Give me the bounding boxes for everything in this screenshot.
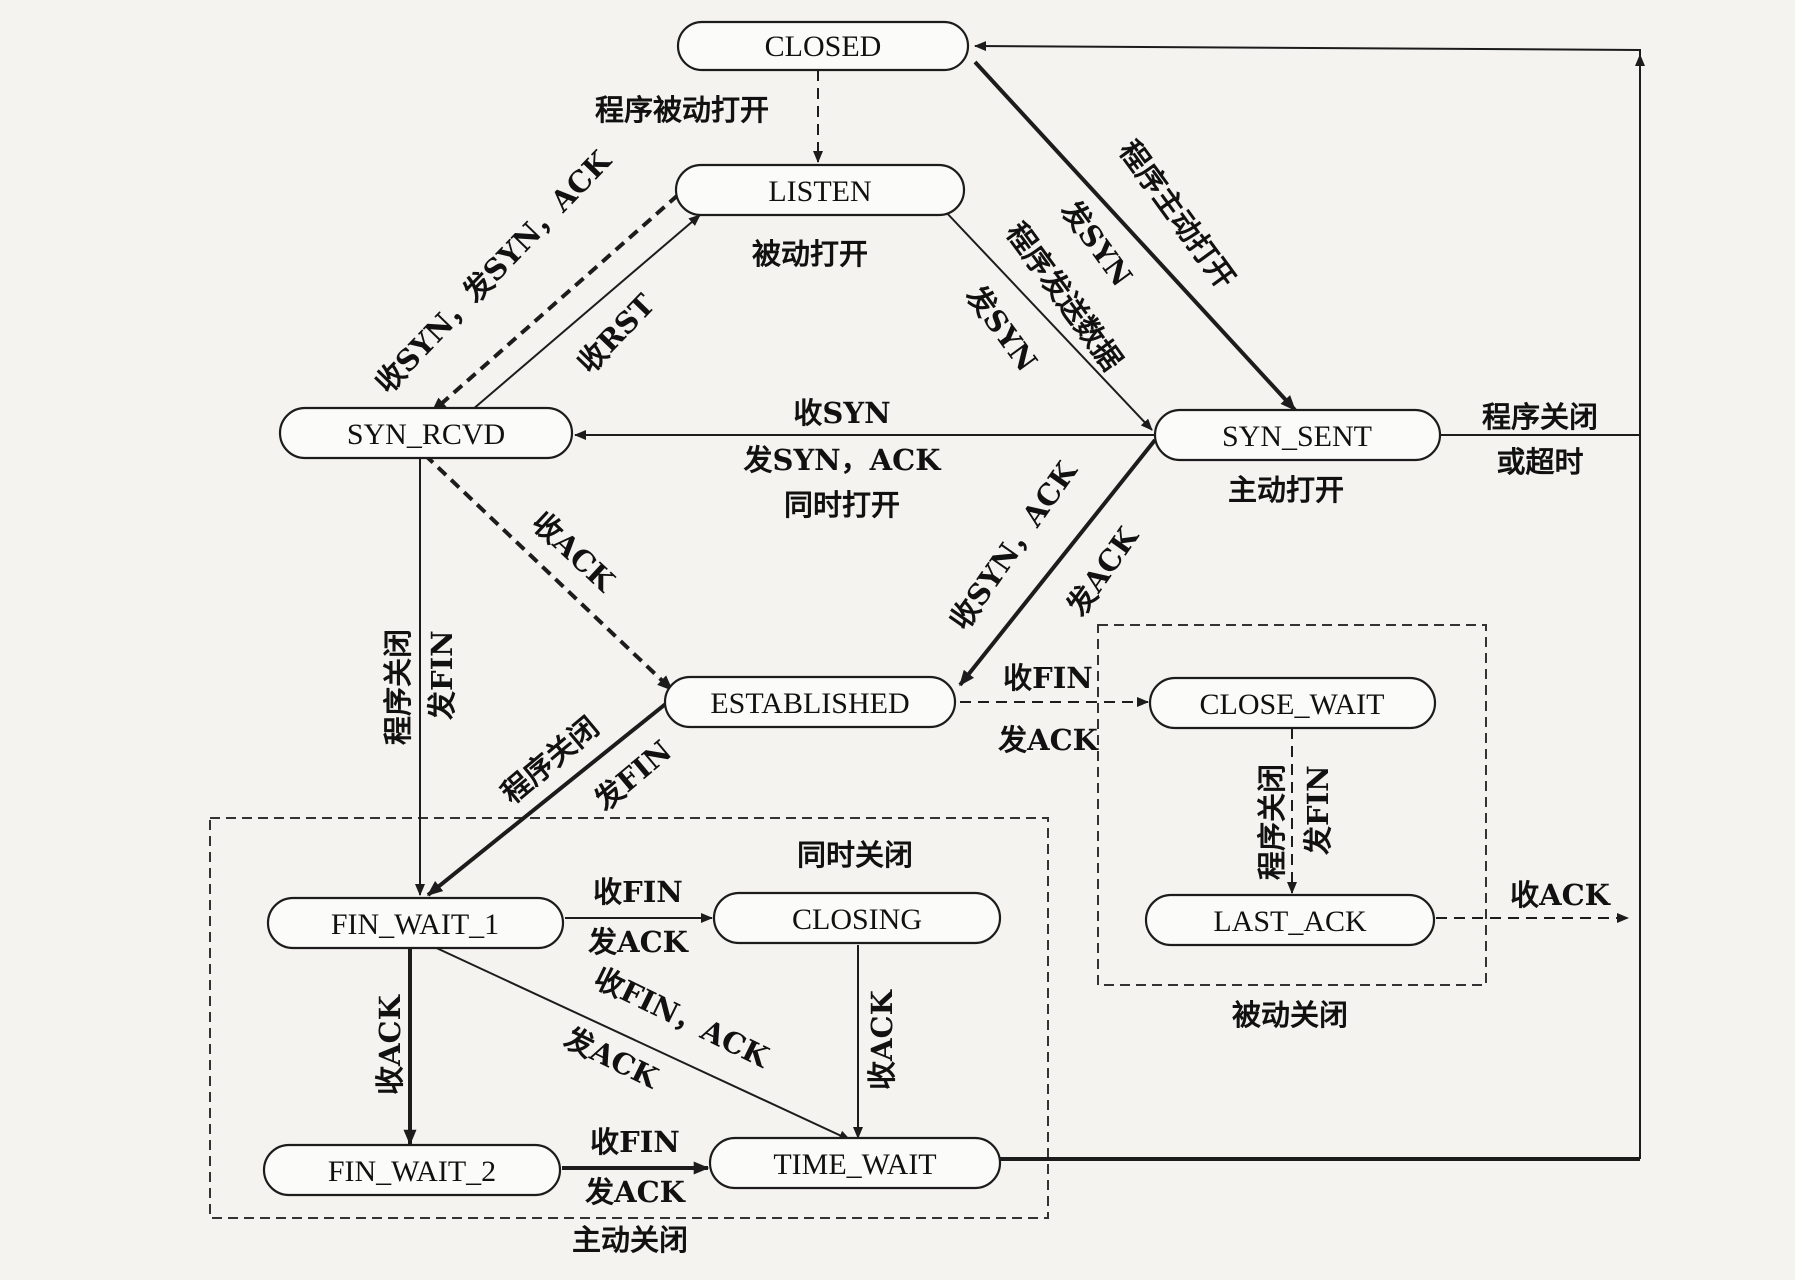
edge-synsent-established — [958, 438, 1157, 687]
label-recv-fin-fw2: 收FIN — [590, 1125, 680, 1159]
label-simultaneous-close: 同时关闭 — [797, 838, 913, 872]
label-active-close: 主动关闭 — [572, 1223, 688, 1257]
active-close-group-box — [209, 817, 1049, 1219]
edge-listen-synsent — [943, 209, 1153, 431]
label-send-ack-est: 发ACK — [997, 723, 1100, 757]
state-established: ESTABLISHED — [663, 675, 957, 729]
label-send-syn-listen: 发SYN — [959, 278, 1044, 377]
state-listen: LISTEN — [674, 163, 966, 217]
label-send-fin-cw: 发FIN — [1301, 765, 1335, 856]
svg-text:CLOSE_WAIT: CLOSE_WAIT — [1200, 688, 1385, 721]
svg-text:ESTABLISHED: ESTABLISHED — [710, 687, 909, 720]
label-recv-rst: 收RST — [571, 287, 662, 380]
svg-text:TIME_WAIT: TIME_WAIT — [773, 1148, 936, 1181]
label-send-fin-synrcvd: 发FIN — [425, 630, 459, 721]
label-send-ack-fw2: 发ACK — [584, 1175, 687, 1209]
svg-text:FIN_WAIT_1: FIN_WAIT_1 — [331, 908, 499, 941]
label-recv-synack-synsent: 收SYN，ACK — [943, 454, 1085, 636]
edge-established-finwait1 — [426, 700, 670, 897]
edge-listen-synrcvd — [430, 193, 680, 414]
passive-close-group-box — [1097, 624, 1487, 986]
label-recv-syn-mid: 收SYN — [793, 396, 890, 430]
edge-synrcvd-established — [423, 453, 674, 692]
state-close-wait: CLOSE_WAIT — [1148, 676, 1437, 730]
label-send-fin-est: 发FIN — [587, 734, 678, 818]
svg-text:CLOSING: CLOSING — [792, 903, 922, 936]
state-time-wait: TIME_WAIT — [708, 1136, 1002, 1190]
svg-text:CLOSED: CLOSED — [765, 30, 882, 63]
label-passive-close: 被动关闭 — [1232, 998, 1348, 1032]
label-program-close-cw: 程序关闭 — [1255, 764, 1289, 880]
edge-closed-synsent — [973, 60, 1297, 412]
label-send-ack-fw1: 发ACK — [587, 925, 690, 959]
edge-finwait1-timewait — [429, 944, 851, 1141]
label-active-open: 主动打开 — [1228, 473, 1344, 507]
label-recv-ack-closing: 收ACK — [865, 988, 899, 1090]
svg-text:LISTEN: LISTEN — [768, 175, 871, 208]
state-closed: CLOSED — [676, 20, 970, 72]
state-closing: CLOSING — [712, 891, 1002, 945]
label-recv-ack-synrcvd: 收ACK — [525, 505, 622, 599]
label-recv-fin-est: 收FIN — [1003, 661, 1093, 695]
edge-synsent-closed — [1000, 434, 1641, 1159]
label-program-close-timeout-1: 程序关闭 — [1482, 400, 1598, 434]
state-fin-wait-2: FIN_WAIT_2 — [262, 1143, 562, 1197]
label-passive-open: 被动打开 — [752, 237, 868, 271]
state-syn-rcvd: SYN_RCVD — [278, 406, 574, 460]
svg-text:LAST_ACK: LAST_ACK — [1213, 905, 1367, 938]
label-simultaneous-open: 同时打开 — [784, 488, 900, 522]
svg-text:SYN_RCVD: SYN_RCVD — [347, 418, 505, 451]
state-last-ack: LAST_ACK — [1144, 893, 1436, 947]
svg-text:SYN_SENT: SYN_SENT — [1222, 420, 1372, 453]
edge-rail-top — [974, 41, 1641, 55]
label-recv-fin-fw1: 收FIN — [593, 875, 683, 909]
label-program-close-timeout-2: 或超时 — [1496, 445, 1583, 479]
label-recv-ack-lastack: 收ACK — [1510, 878, 1612, 912]
edge-synrcvd-listen — [471, 214, 701, 411]
label-send-ack-fw1-diag: 发ACK — [558, 1020, 665, 1096]
label-recv-ack-fw1: 收ACK — [373, 993, 407, 1095]
state-fin-wait-1: FIN_WAIT_1 — [266, 896, 565, 950]
svg-text:FIN_WAIT_2: FIN_WAIT_2 — [328, 1155, 496, 1188]
state-syn-sent: SYN_SENT — [1153, 408, 1442, 462]
label-send-synack-mid: 发SYN，ACK — [743, 443, 943, 477]
label-program-close-synrcvd: 程序关闭 — [381, 629, 415, 745]
label-send-ack-synsent: 发ACK — [1059, 519, 1146, 623]
label-passive-open-program: 程序被动打开 — [595, 93, 769, 127]
